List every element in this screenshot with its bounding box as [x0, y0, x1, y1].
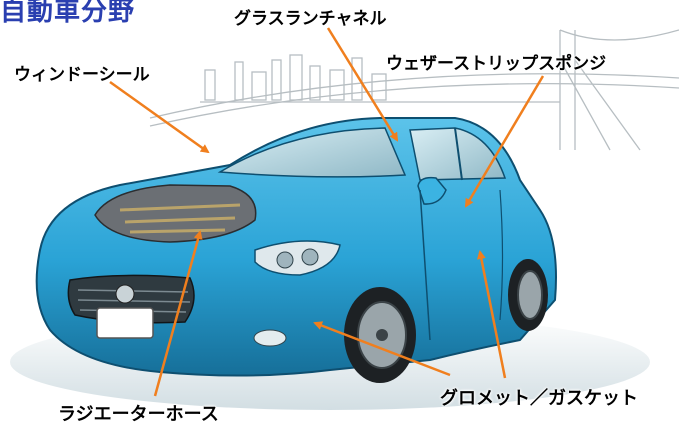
city-skyline: [149, 29, 679, 151]
arrow-weatherstrip-sponge: [464, 75, 545, 208]
callout-glass-run-channel: グラスランチャネル: [234, 9, 387, 29]
callout-arrows: [109, 27, 545, 397]
callout-weatherstrip-sponge: ウェザーストリップスポンジ: [386, 54, 607, 74]
callout-radiator-hose: ラジエーターホース: [58, 404, 219, 425]
callout-grommet-gasket: グロメット／ガスケット: [440, 388, 638, 409]
arrow-grommet-body: [313, 321, 451, 377]
page-title: 自動車分野: [0, 0, 136, 27]
callout-windshield-seal: ウィンドーシール: [14, 65, 150, 85]
car-body: [35, 117, 557, 383]
rear-wheel: [508, 259, 548, 331]
arrow-radiator-hose: [153, 230, 203, 397]
arrow-grommet-door: [476, 250, 507, 379]
arrow-windshield-seal: [109, 80, 210, 154]
front-wheel: [344, 287, 416, 383]
arrow-glass-run-channel: [326, 27, 399, 142]
